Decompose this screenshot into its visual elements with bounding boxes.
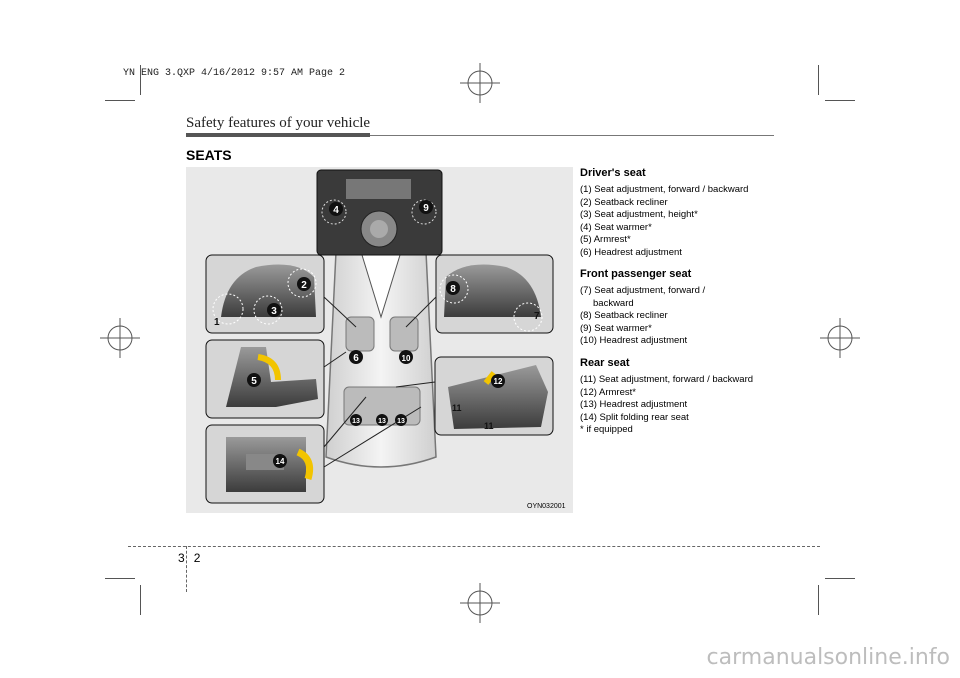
callout-9: 9 [419, 200, 433, 214]
callout-13a: 13 [350, 414, 362, 426]
registration-mark-bottom [460, 583, 500, 623]
page-number-value: 2 [193, 551, 210, 565]
footer-rule [128, 546, 820, 547]
page-header-title: Safety features of your vehicle [186, 115, 371, 131]
list-item: (3) Seat adjustment, height* [580, 209, 698, 220]
svg-text:8: 8 [450, 284, 456, 295]
list-item: (7) Seat adjustment, forward / [580, 285, 706, 296]
list-item: (1) Seat adjustment, forward / backward [580, 184, 749, 195]
list-item: (9) Seat warmer* [580, 322, 652, 334]
section-title: SEATS [186, 147, 232, 163]
callout-10: 10 [399, 350, 413, 364]
svg-text:11: 11 [484, 421, 494, 431]
svg-text:9: 9 [423, 203, 429, 214]
list-item: (12) Armrest* [580, 386, 636, 398]
site-watermark: carmanualsonline.info [706, 645, 950, 670]
callout-14: 14 [273, 454, 287, 468]
callout-2: 2 [297, 277, 311, 291]
armrest-panel [205, 339, 325, 419]
callout-3: 3 [267, 303, 281, 317]
header-rule-accent [186, 133, 370, 137]
svg-text:12: 12 [494, 377, 503, 386]
rear-seat-panel [434, 356, 554, 436]
rear-seat-heading: Rear seat [580, 357, 630, 369]
car-top-view [325, 238, 437, 468]
svg-text:13: 13 [397, 418, 405, 425]
callout-11b: 11 [484, 421, 494, 431]
list-item: (10) Headrest adjustment [580, 335, 688, 346]
callout-11a: 11 [452, 403, 462, 413]
drivers-seat-list: Driver's seat (1) Seat adjustment, forwa… [580, 167, 780, 259]
svg-text:14: 14 [276, 457, 285, 466]
list-item: (2) Seatback recliner [580, 196, 668, 208]
callout-12: 12 [491, 374, 505, 388]
list-item: backward [593, 297, 634, 309]
figure-callouts: 4 9 2 3 1 8 7 6 10 5 12 11 11 13 13 13 1… [214, 200, 540, 468]
passenger-seat-panel [435, 254, 554, 334]
callout-6: 6 [349, 350, 363, 364]
figure-code: OYN032001 [527, 503, 566, 510]
list-item: (13) Headrest adjustment [580, 399, 688, 410]
page-number: 32 [178, 551, 209, 565]
list-item: (8) Seatback recliner [580, 310, 668, 321]
driver-seat-panel [205, 254, 325, 334]
svg-text:6: 6 [353, 353, 359, 364]
rear-seat-list: Rear seat (11) Seat adjustment, forward … [580, 357, 780, 437]
callout-13b: 13 [376, 414, 388, 426]
list-item: * if equipped [580, 424, 633, 435]
list-item: (4) Seat warmer* [580, 221, 652, 233]
split-folding-panel [205, 424, 325, 504]
seats-illustration: 4 9 2 3 1 8 7 6 10 5 12 11 11 13 13 13 1… [186, 167, 573, 513]
svg-text:5: 5 [251, 376, 257, 387]
svg-text:13: 13 [352, 418, 360, 425]
list-item: (14) Split folding rear seat [580, 411, 689, 423]
svg-text:13: 13 [378, 418, 386, 425]
print-slug: YN ENG 3.QXP 4/16/2012 9:57 AM Page 2 [123, 68, 346, 79]
registration-mark-left [100, 318, 140, 358]
svg-text:10: 10 [402, 354, 411, 363]
list-item: (6) Headrest adjustment [580, 246, 682, 258]
header-rule [186, 135, 774, 136]
callout-7: 7 [534, 311, 540, 322]
list-item: (11) Seat adjustment, forward / backward [580, 374, 754, 385]
callout-13c: 13 [395, 414, 407, 426]
leader-lines [323, 296, 437, 468]
list-item: (5) Armrest* [580, 234, 631, 245]
callout-4: 4 [329, 202, 343, 216]
svg-text:7: 7 [534, 311, 540, 322]
seats-illustration-svg: 4 9 2 3 1 8 7 6 10 5 12 11 11 13 13 13 1… [205, 169, 554, 504]
drivers-seat-heading: Driver's seat [580, 167, 646, 179]
callout-5: 5 [247, 373, 261, 387]
svg-text:2: 2 [301, 280, 307, 291]
front-passenger-seat-list: Front passenger seat (7) Seat adjustment… [580, 268, 780, 348]
callout-8: 8 [446, 281, 460, 295]
svg-text:1: 1 [214, 317, 220, 328]
registration-mark-top [460, 63, 500, 103]
svg-text:3: 3 [271, 306, 277, 317]
front-passenger-seat-heading: Front passenger seat [580, 268, 692, 280]
callout-1: 1 [214, 317, 220, 328]
svg-text:4: 4 [333, 205, 339, 216]
svg-text:11: 11 [452, 403, 462, 413]
chapter-number: 3 [178, 551, 194, 565]
seat-warmer-console [316, 169, 443, 256]
registration-mark-right [820, 318, 860, 358]
footer-divider [186, 546, 188, 592]
